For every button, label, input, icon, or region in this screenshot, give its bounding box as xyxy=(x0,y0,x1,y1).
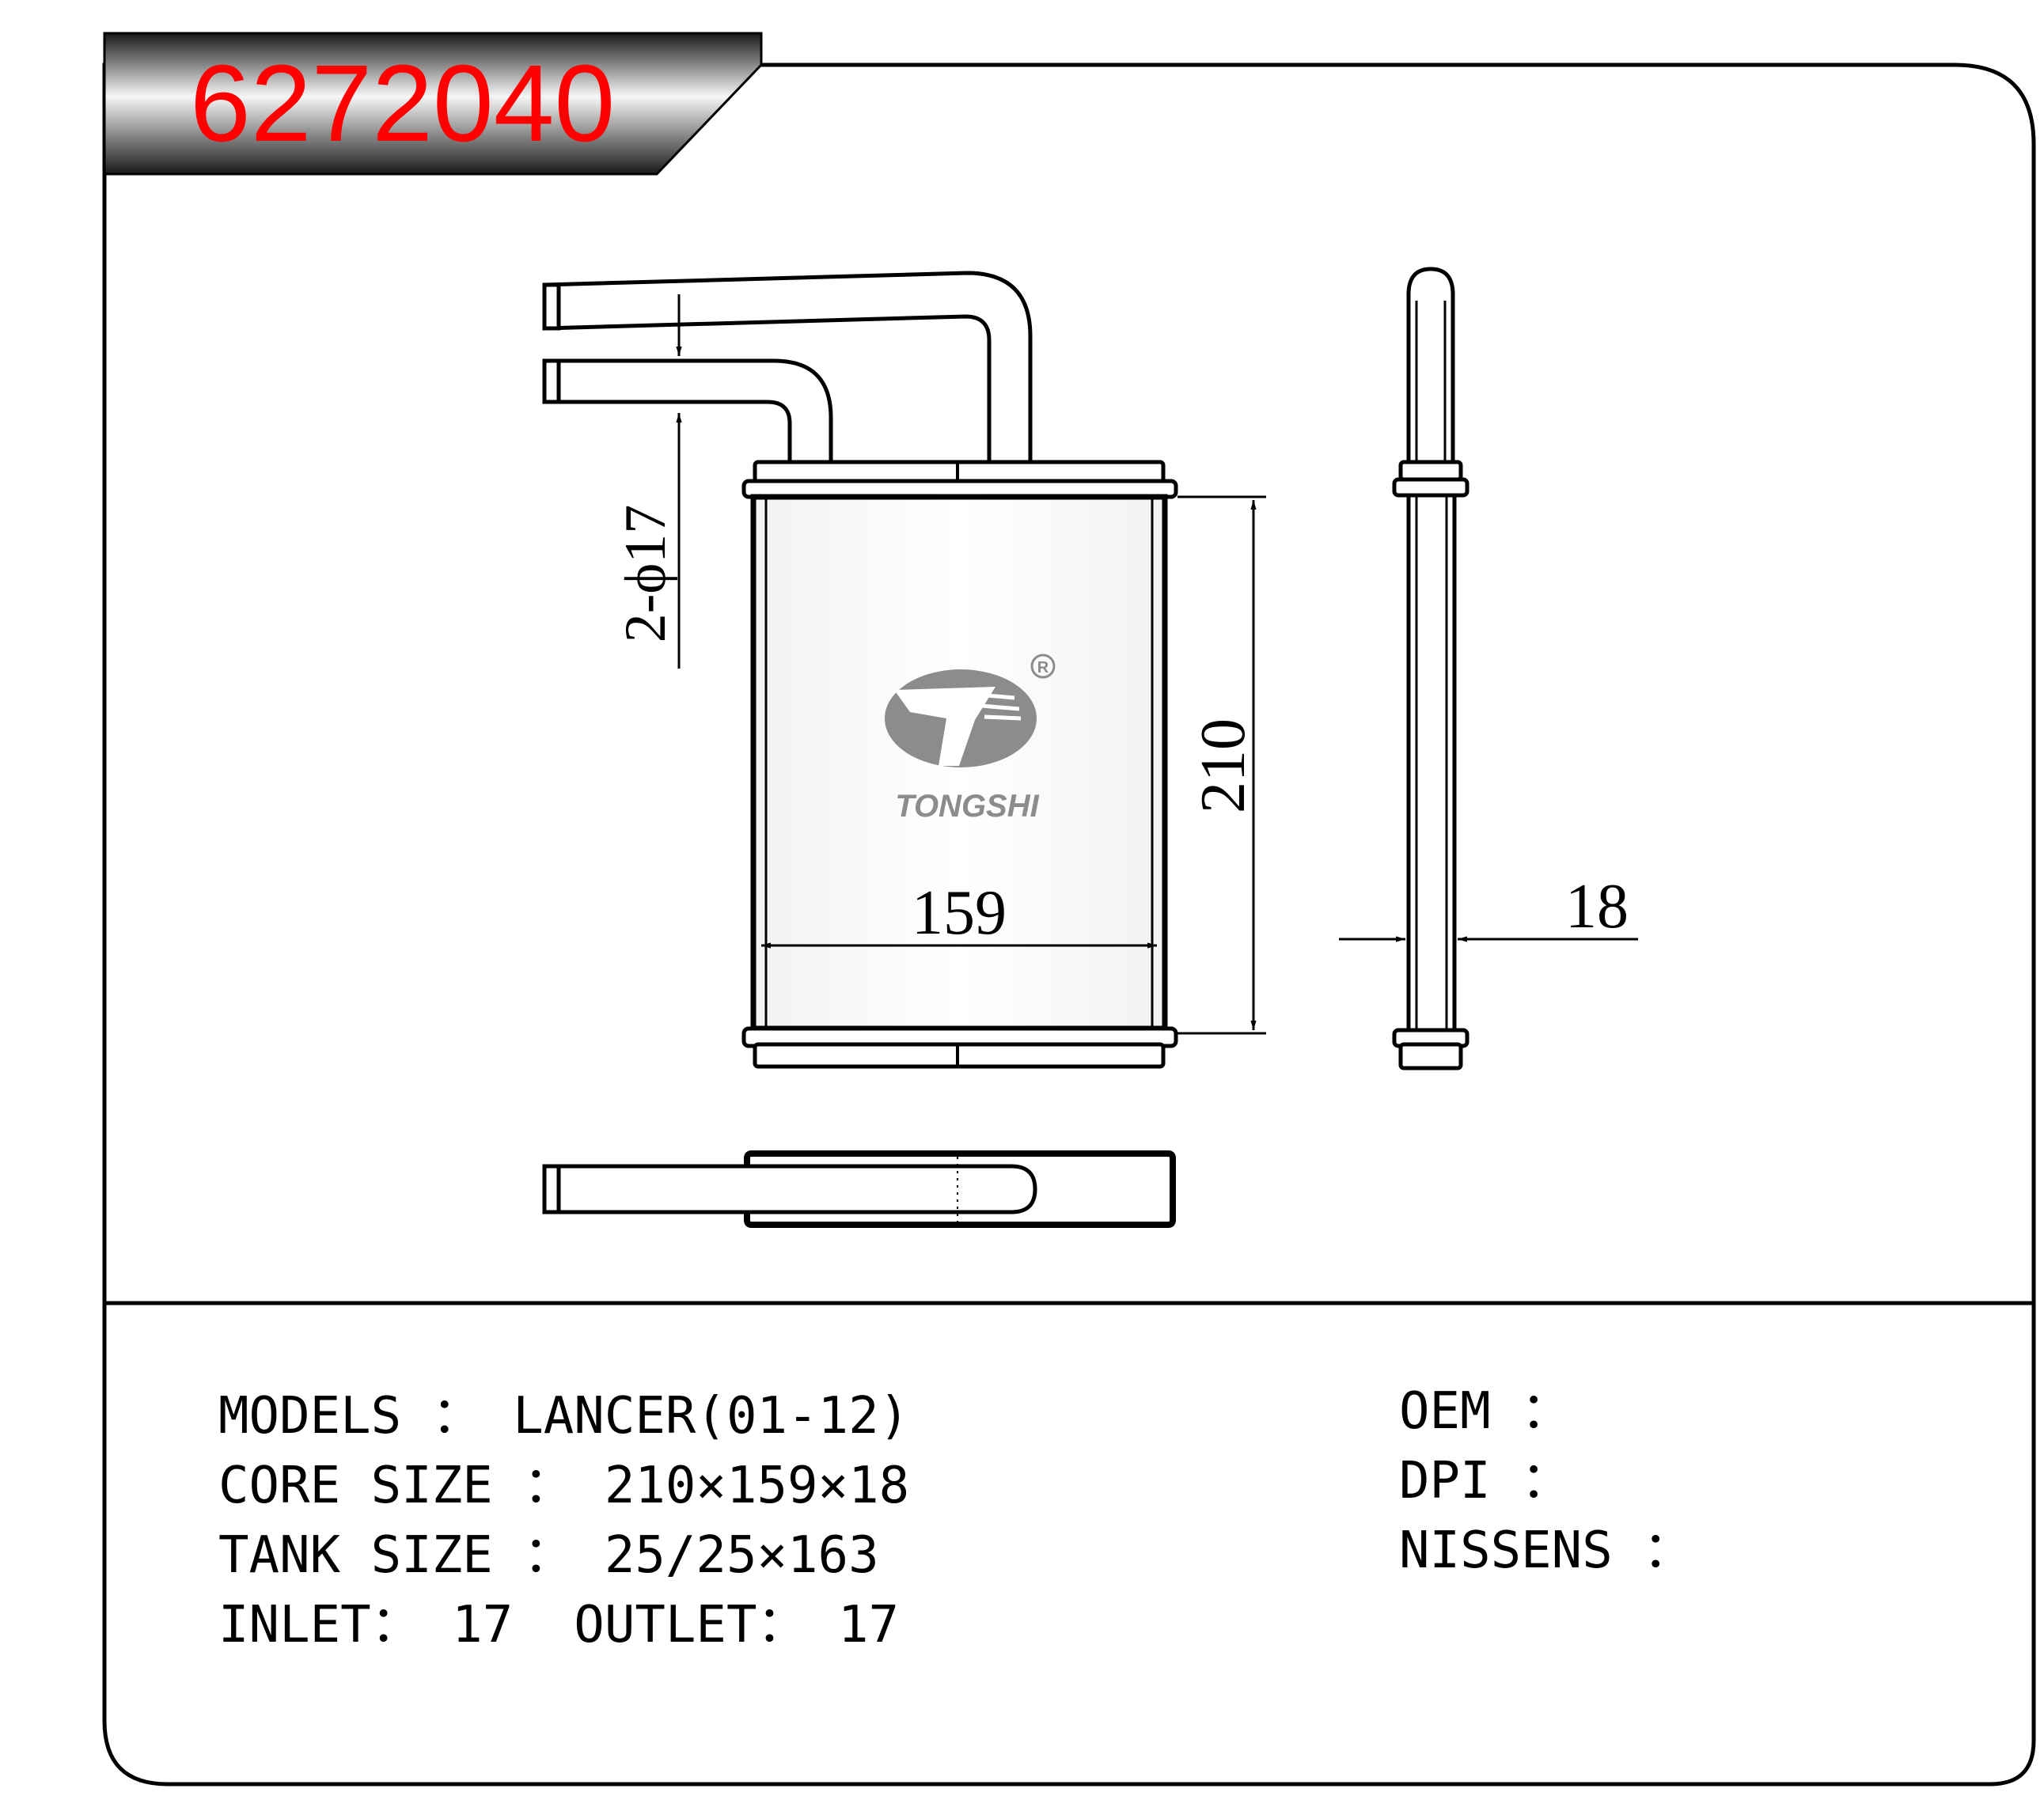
side-top-plate xyxy=(1392,477,1469,498)
upper-pipe xyxy=(542,271,1033,465)
top-view xyxy=(542,1150,1176,1228)
ref-oem: OEM ： xyxy=(1399,1382,1572,1441)
part-number: 6272040 xyxy=(190,43,615,165)
ref-dpi: DPI ： xyxy=(1399,1452,1572,1510)
logo-brand: TONGSHI xyxy=(895,789,1039,824)
side-top-cap xyxy=(1398,460,1463,482)
thickness-dimension: 18 xyxy=(1339,872,1638,942)
top-view-pipe xyxy=(542,1164,1037,1214)
lower-pipe-end xyxy=(542,358,561,404)
side-pipe xyxy=(1406,267,1455,466)
tongshi-logo: R TONGSHI xyxy=(885,654,1056,824)
thickness-label: 18 xyxy=(1565,872,1629,942)
spec-inlet-outlet: INLET： 17 OUTLET： 17 xyxy=(218,1596,900,1654)
upper-pipe-end xyxy=(542,282,561,331)
spec-core-size: CORE SIZE ： 210×159×18 xyxy=(218,1457,910,1515)
height-label: 210 xyxy=(1189,718,1258,813)
ref-nissens: NISSENS ： xyxy=(1399,1521,1694,1580)
pipe-diameter-label: 2-ϕ17 xyxy=(613,505,678,643)
side-view xyxy=(1392,267,1469,1070)
width-label: 159 xyxy=(912,878,1007,948)
width-dimension: 159 xyxy=(761,878,1157,949)
header-tab xyxy=(103,32,763,176)
spec-models: MODELS ： LANCER(01-12) xyxy=(218,1387,910,1446)
spec-tank-size: TANK SIZE ： 25/25×163 xyxy=(218,1526,879,1585)
registered-mark xyxy=(1030,654,1056,679)
pipe-diameter-dimension: 2-ϕ17 xyxy=(613,294,682,669)
front-view xyxy=(542,271,1178,1069)
side-bottom-cap xyxy=(1398,1042,1463,1070)
outer-frame xyxy=(102,63,2036,1787)
lower-pipe xyxy=(542,358,833,465)
height-dimension: 210 xyxy=(1177,495,1266,1035)
svg-text:R: R xyxy=(1037,659,1049,676)
